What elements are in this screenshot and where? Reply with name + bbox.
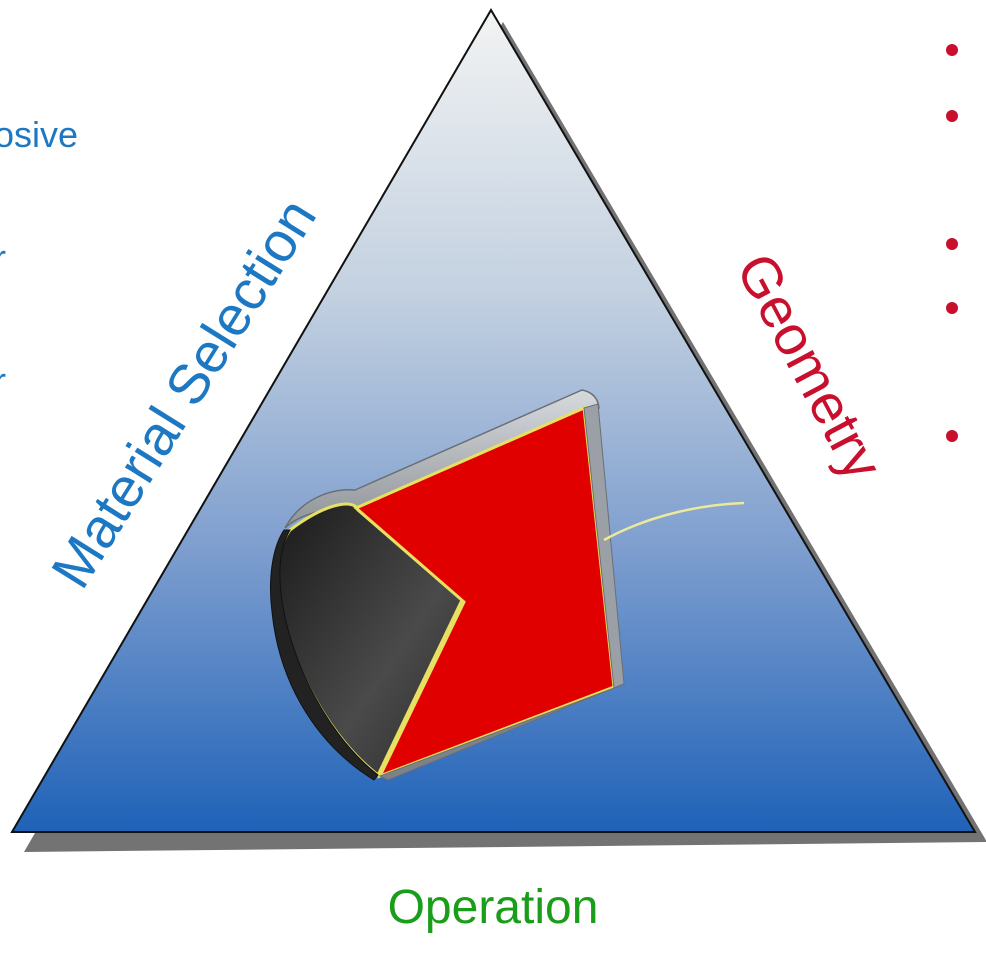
left-text-line-2: r <box>0 237 78 278</box>
quarter-cylinder-model <box>270 389 745 781</box>
model-wire <box>603 501 745 542</box>
model-outer-edge <box>270 529 379 781</box>
bullet-3 <box>946 238 958 250</box>
model-bottom-edge <box>378 683 625 781</box>
left-text-line-3: r <box>0 360 78 401</box>
left-text-line-1: osive <box>0 114 79 155</box>
bullet-2 <box>946 110 958 122</box>
label-operation: Operation <box>387 881 599 934</box>
left-cropped-text: osive r r <box>0 32 78 483</box>
bullet-4 <box>946 302 958 314</box>
bullet-1 <box>946 44 958 56</box>
bullet-5 <box>946 430 958 442</box>
triangle-body <box>10 8 977 833</box>
